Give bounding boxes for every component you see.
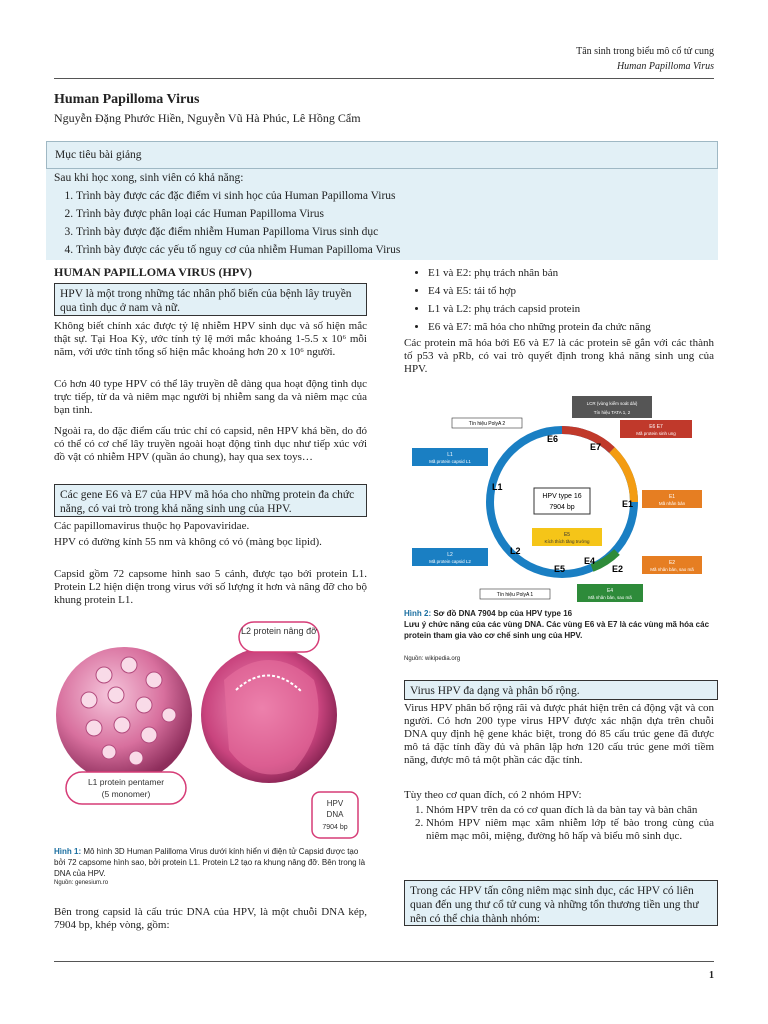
- hpv-group-item: Nhóm HPV niêm mạc xâm nhiễm lớp tế bào t…: [426, 817, 714, 843]
- objectives-intro: Sau khi học xong, sinh viên có khả năng:: [54, 172, 244, 184]
- objectives-box: Sau khi học xong, sinh viên có khả năng:…: [46, 169, 718, 260]
- figure1-source: Nguồn: genesium.ro: [54, 880, 109, 886]
- gene-e4: E4: [584, 556, 595, 566]
- hpv-group-item: Nhóm HPV trên da có cơ quan đích là da b…: [426, 804, 714, 817]
- figure2-caption-heading: Sơ đồ DNA 7904 bp của HPV type 16: [431, 609, 573, 618]
- figure-hpv-3d-model: L2 protein nâng đỡ L1 protein pentamer (…: [56, 621, 359, 839]
- genome-center-box: [533, 487, 591, 515]
- label-l1-subtext: (5 monomer): [102, 789, 151, 799]
- highlight-box-genital: Trong các HPV tấn công niêm mạc sinh dục…: [404, 880, 718, 926]
- gene-l1: L1: [492, 482, 503, 492]
- footer-rule: [54, 961, 714, 962]
- box-e4-desc: Mã nhân bản, sao mã: [588, 595, 632, 600]
- box-e4: [577, 584, 643, 602]
- box-e2-title: E2: [669, 560, 675, 566]
- running-header-subtitle: Human Papilloma Virus: [616, 61, 714, 72]
- paragraph-diameter: HPV có đường kính 55 nm và không có vỏ (…: [54, 536, 322, 548]
- objective-item: Trình bày được phân loại các Human Papil…: [76, 205, 710, 223]
- document-title: Human Papilloma Virus: [54, 92, 200, 107]
- gene-function-item: E6 và E7: mã hóa cho những protein đa ch…: [428, 318, 738, 336]
- box-e4-title: E4: [607, 588, 613, 594]
- page-number: 1: [709, 970, 714, 981]
- gene-e2: E2: [612, 564, 623, 574]
- tata-label: Tín hiệu TATA 1, 2: [594, 410, 631, 415]
- objective-item: Trình bày được các đặc điểm vi sinh học …: [76, 187, 710, 205]
- lcr-box: [572, 396, 652, 418]
- box-e6e7-title: E6 E7: [649, 424, 663, 430]
- highlight-box-diversity: Virus HPV đa dạng và phân bố rộng.: [404, 680, 718, 700]
- figure2-caption: Hình 2: Sơ đồ DNA 7904 bp của HPV type 1…: [404, 608, 714, 641]
- paragraph-incidence: Không biết chính xác được tỷ lệ nhiễm HP…: [54, 320, 367, 358]
- paragraph-e6e7-proteins: Các protein mã hóa bởi E6 và E7 là các p…: [404, 337, 714, 375]
- header-rule: [54, 78, 714, 79]
- polya1-box: [479, 588, 551, 600]
- figure-hpv16-genome-map: HPV type 16 7904 bp LCR (vùng kiểm soát …: [412, 396, 702, 602]
- gene-l2: L2: [510, 546, 521, 556]
- box-e6e7: [620, 420, 692, 438]
- running-header-title: Tân sinh trong biểu mô cổ tử cung: [576, 46, 714, 57]
- box-e2-desc: Mã nhân bản, sao mã: [650, 567, 694, 572]
- lcr-label: LCR (vùng kiểm soát dài): [587, 400, 638, 406]
- polya2-label: Tín hiệu PolyA 2: [469, 421, 506, 427]
- gene-e5: E5: [554, 564, 565, 574]
- gene-e6: E6: [547, 434, 558, 444]
- figure1-caption-text: Mô hình 3D Human Palilloma Virus dưới kí…: [54, 847, 366, 878]
- figure2-source: Nguồn: wikipedia.org: [404, 656, 461, 662]
- box-e1-title: E1: [669, 494, 675, 500]
- hpv-group-list: Nhóm HPV trên da có cơ quan đích là da b…: [404, 804, 714, 843]
- highlight-box-e6e7: Các gene E6 và E7 của HPV mã hóa cho nhữ…: [54, 484, 367, 517]
- box-e1: [642, 490, 702, 508]
- gene-function-list: E1 và E2: phụ trách nhân bản E4 và E5: t…: [404, 264, 738, 336]
- box-e2: [642, 556, 702, 574]
- box-l2: [412, 548, 488, 566]
- paragraph-durability: Ngoài ra, do đặc điểm cấu trúc chỉ có ca…: [54, 425, 367, 463]
- paragraph-dna: Bên trong capsid là cấu trúc DNA của HPV…: [54, 906, 367, 931]
- box-l2-desc: Mã protein capsid L2: [429, 559, 471, 564]
- polya2-box: [451, 417, 523, 429]
- box-e5-desc: Kích thích tăng trưởng: [545, 538, 590, 544]
- figure2-caption-title: Hình 2:: [404, 609, 432, 618]
- label-dna-line3: 7904 bp: [322, 824, 347, 831]
- gene-function-item: E4 và E5: tái tổ hợp: [428, 282, 738, 300]
- section-heading-hpv: HUMAN PAPILLOMA VIRUS (HPV): [54, 265, 252, 279]
- authors: Nguyễn Đặng Phước Hiền, Nguyễn Vũ Hà Phú…: [54, 111, 361, 125]
- label-dna-line1: HPV: [327, 799, 344, 808]
- paragraph-family: Các papillomavirus thuộc họ Papovavirida…: [54, 520, 250, 532]
- label-dna-bubble: [311, 791, 359, 839]
- paragraph-groups-intro: Tùy theo cơ quan đích, có 2 nhóm HPV:: [404, 789, 582, 801]
- paragraph-capsid: Capsid gồm 72 capsome hình sao 5 cánh, đ…: [54, 568, 367, 606]
- figure2-caption-text: Lưu ý chức năng của các vùng DNA. Các vù…: [404, 620, 710, 640]
- objectives-heading: Mục tiêu bài giảng: [46, 141, 718, 169]
- figure1-caption: Hình 1: Mô hình 3D Human Palilloma Virus…: [54, 846, 367, 879]
- box-e1-desc: Mã nhân bản: [659, 501, 686, 506]
- gene-function-item: L1 và L2: phụ trách capsid protein: [428, 300, 738, 318]
- box-e5-title: E5: [564, 532, 570, 538]
- box-l2-title: L2: [447, 552, 453, 558]
- box-l1: [412, 448, 488, 466]
- genome-center-size: 7904 bp: [549, 504, 574, 511]
- genome-center-title: HPV type 16: [542, 493, 581, 500]
- box-l1-desc: Mã protein capsid L1: [429, 459, 471, 464]
- label-l2-bubble: [238, 621, 320, 653]
- figure1-caption-title: Hình 1:: [54, 847, 82, 856]
- box-e6e7-desc: Mã protein sinh ung: [636, 431, 676, 436]
- paragraph-transmission: Có hơn 40 type HPV có thể lây truyền dễ …: [54, 378, 367, 416]
- label-l1-bubble: [65, 771, 187, 805]
- polya1-label: Tín hiệu PolyA 1: [497, 592, 534, 598]
- objectives-list: Trình bày được các đặc điểm vi sinh học …: [54, 187, 710, 259]
- objective-item: Trình bày được các yếu tố nguy cơ của nh…: [76, 241, 710, 259]
- objective-item: Trình bày được đặc điểm nhiễm Human Papi…: [76, 223, 710, 241]
- label-l2-text: L2 protein nâng đỡ: [241, 626, 317, 636]
- gene-function-item: E1 và E2: phụ trách nhân bản: [428, 264, 738, 282]
- box-e5: [532, 528, 602, 546]
- paragraph-distribution: Virus HPV phân bố rộng rãi và được phát …: [404, 702, 714, 766]
- gene-e7: E7: [590, 442, 601, 452]
- gene-e1: E1: [622, 499, 633, 509]
- label-dna-line2: DNA: [327, 810, 345, 819]
- highlight-box-hpv: HPV là một trong những tác nhân phổ biến…: [54, 283, 367, 316]
- label-l1-text: L1 protein pentamer: [88, 777, 164, 787]
- box-l1-title: L1: [447, 452, 453, 458]
